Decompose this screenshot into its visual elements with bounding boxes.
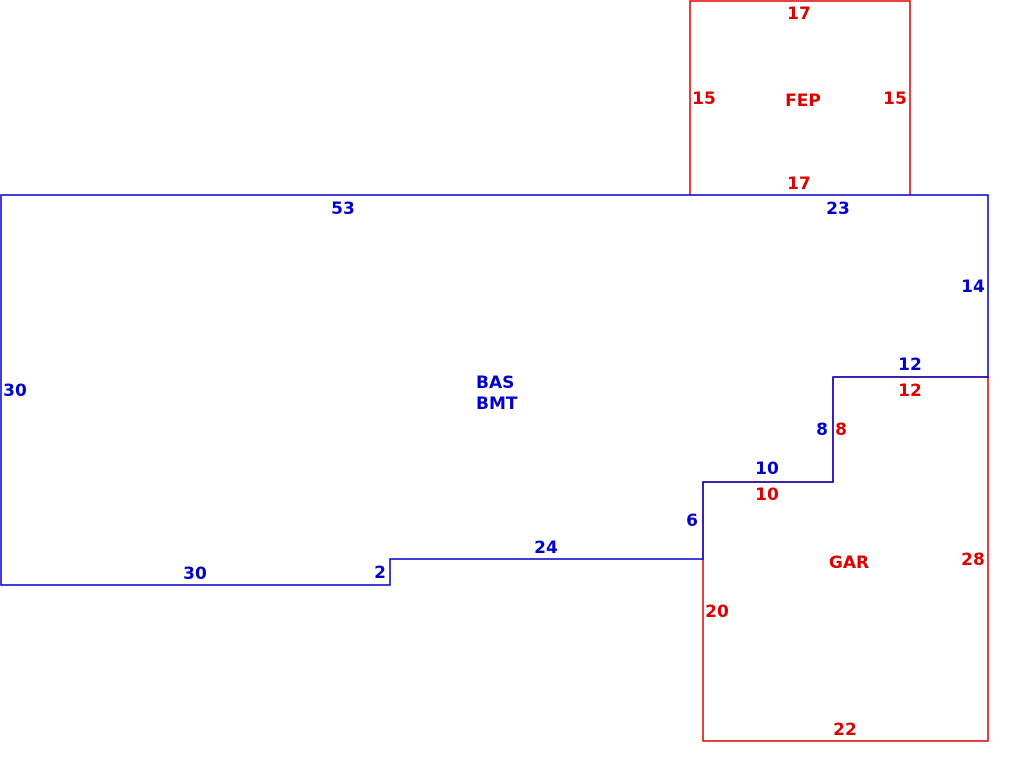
fep-dim-bottom: 17: [787, 174, 811, 194]
bas-dim-top-left: 53: [331, 199, 355, 219]
bas-dim-step-lower: 6: [686, 511, 698, 531]
bas-dim-right: 14: [961, 277, 985, 297]
gar-dim-top: 12: [898, 381, 922, 401]
gar-dim-right: 28: [961, 550, 985, 570]
gar-dim-step-vertical: 8: [835, 420, 847, 440]
bmt-area-label: BMT: [476, 394, 518, 414]
bas-dim-step-top: 12: [898, 355, 922, 375]
gar-area-label: GAR: [829, 553, 869, 573]
gar-dim-left: 20: [705, 602, 729, 622]
gar-dim-step-horizontal: 10: [755, 485, 779, 505]
fep-dim-right: 15: [883, 89, 907, 109]
bas-outline: [0, 194, 989, 586]
bas-dim-step-middle: 10: [755, 459, 779, 479]
bas-dim-bottom-mid: 24: [534, 538, 558, 558]
fep-area-label: FEP: [785, 91, 821, 111]
bas-dim-notch: 2: [374, 563, 386, 583]
bas-dim-bottom-left: 30: [183, 564, 207, 584]
fep-outline: [689, 0, 911, 195]
fep-dim-top: 17: [787, 4, 811, 24]
bas-dim-left: 30: [3, 381, 27, 401]
bas-dim-step-vertical: 8: [816, 420, 828, 440]
bas-dim-top-right: 23: [826, 199, 850, 219]
fep-dim-left: 15: [692, 89, 716, 109]
bas-area-label: BAS: [476, 373, 514, 393]
gar-dim-bottom: 22: [833, 720, 857, 740]
